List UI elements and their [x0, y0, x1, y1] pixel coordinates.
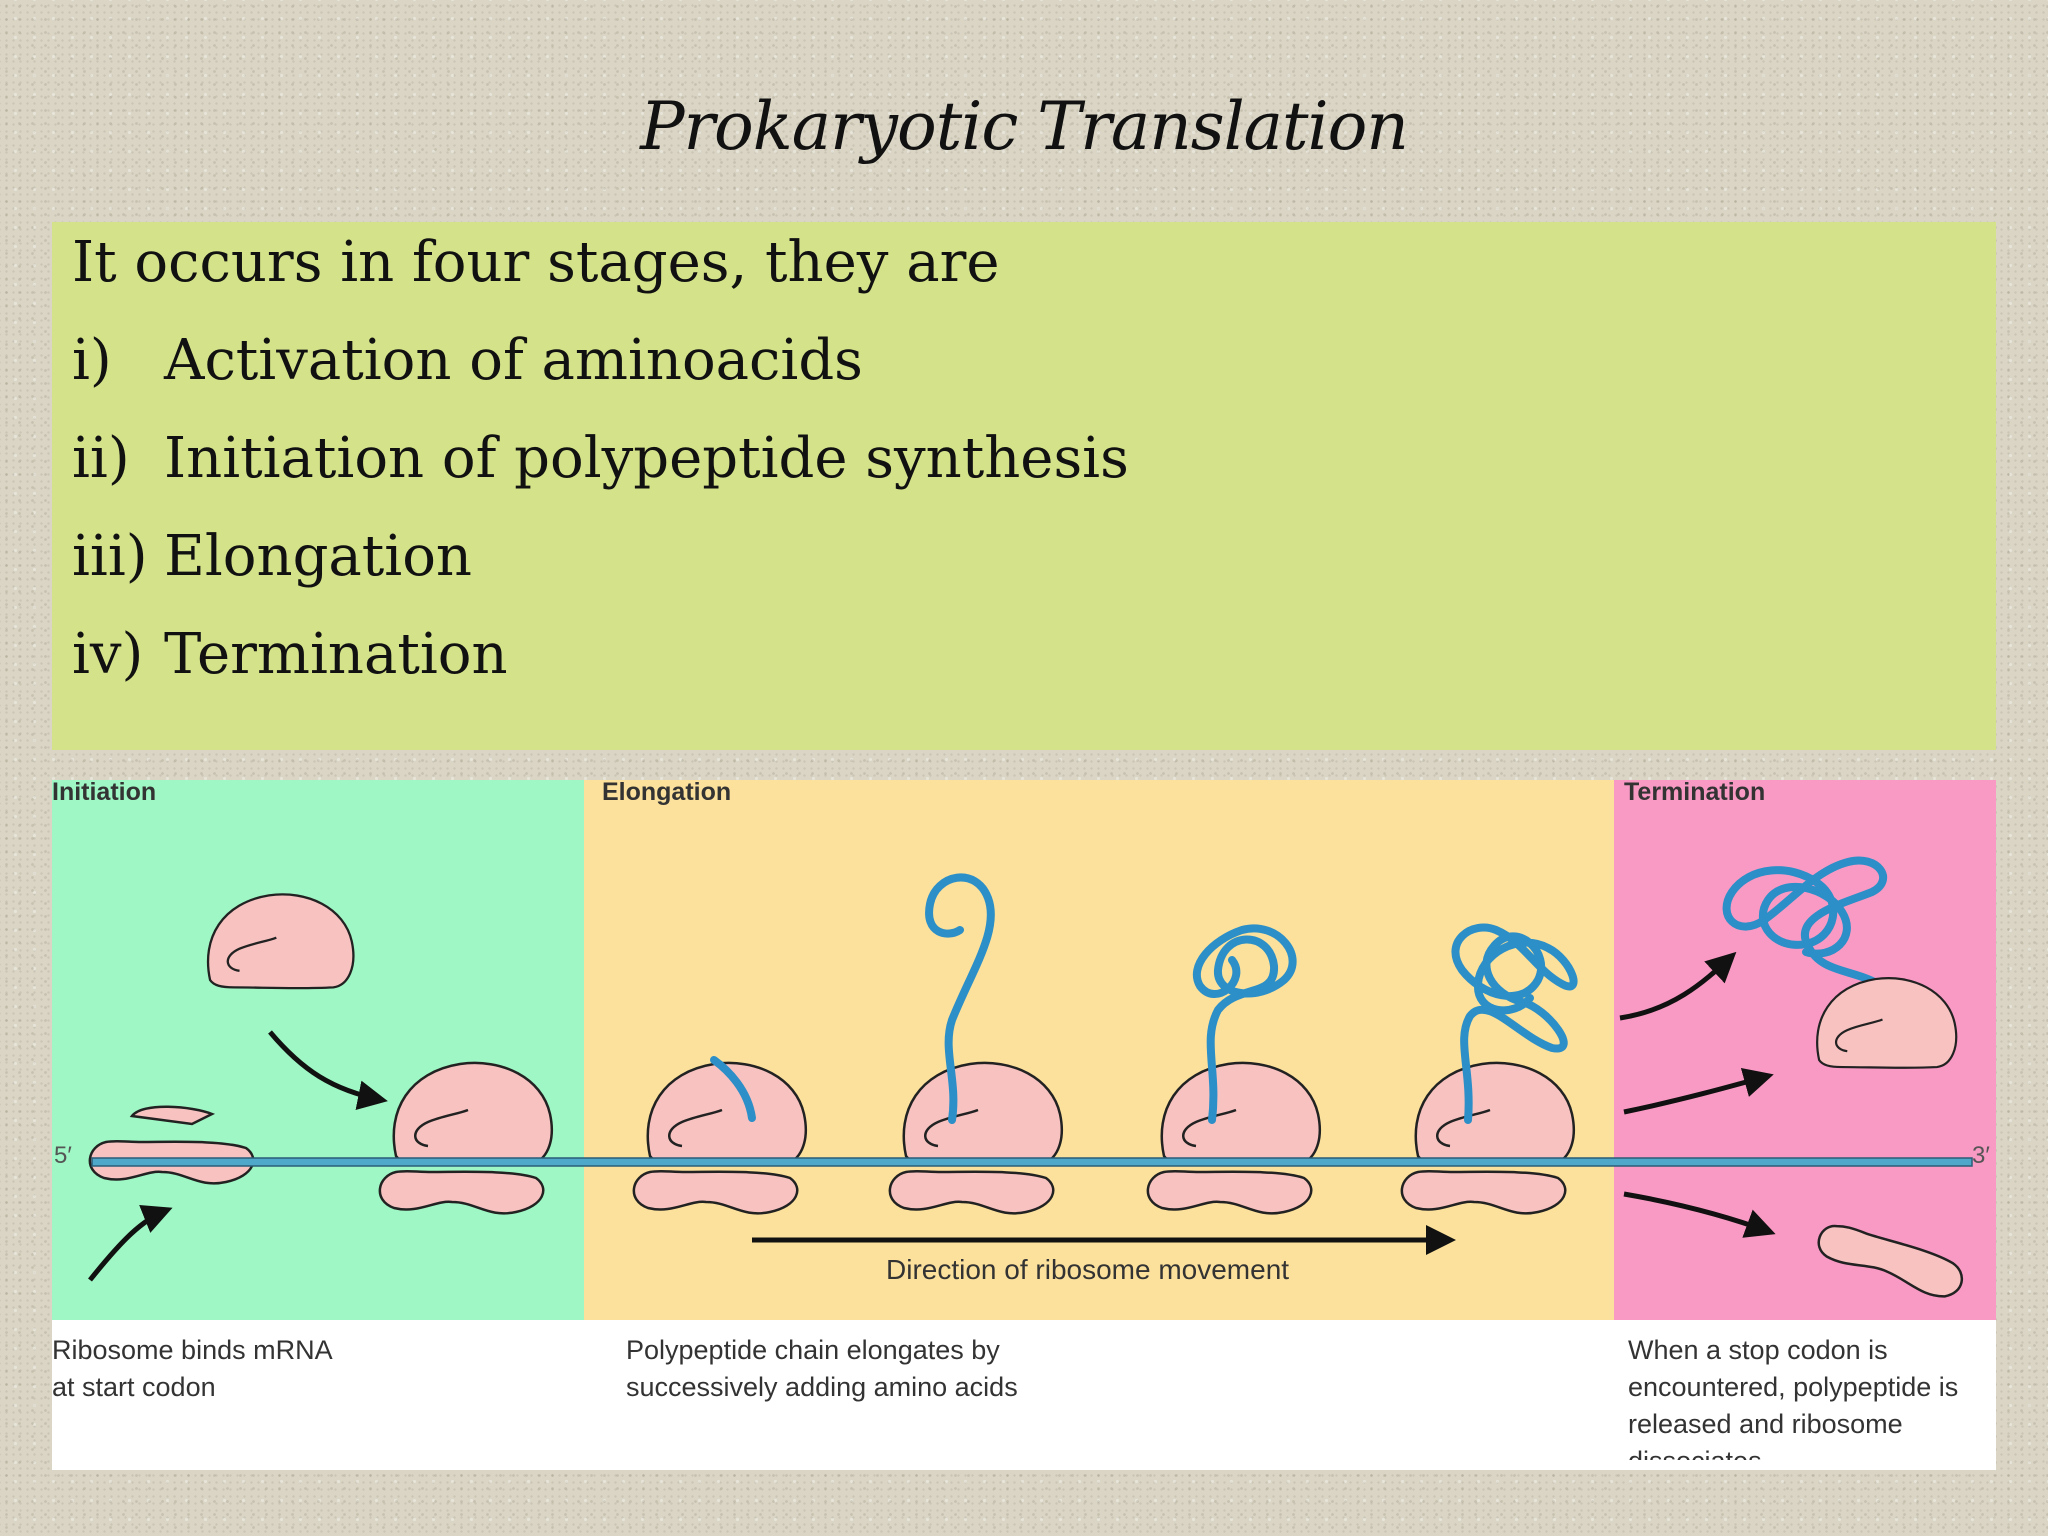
stage-marker: iv)	[72, 622, 144, 687]
slide-title: Prokaryotic Translation	[640, 88, 1409, 165]
stage-item: iii)Elongation	[72, 524, 472, 589]
initiation-panel	[52, 780, 584, 1320]
panel-caption: When a stop codon is encountered, polype…	[1628, 1335, 1959, 1460]
translation-figure: Initiation Elongation Termination 5′ 3′ …	[52, 770, 1996, 1470]
stage-text: Termination	[164, 622, 508, 687]
stage-text: Elongation	[164, 524, 472, 589]
stage-marker: iii)	[72, 524, 148, 589]
panel-caption: Polypeptide chain elongates by successiv…	[626, 1335, 1018, 1402]
polypeptide-chains	[710, 856, 1888, 1124]
stages-intro: It occurs in four stages, they are	[72, 230, 1000, 295]
translation-diagram	[52, 780, 1996, 1470]
stage-text: Initiation of polypeptide synthesis	[164, 426, 1129, 491]
mrna-5-label: 5′	[54, 1142, 72, 1169]
stage-item: iv) Termination	[72, 622, 508, 687]
arrow-icon	[1623, 1191, 1776, 1238]
panel-title: Termination	[1624, 778, 1766, 806]
stage-item: ii) Initiation of polypeptide synthesis	[72, 426, 1129, 491]
polypeptide-chain	[1722, 856, 1888, 990]
panel-caption: Ribosome binds mRNA at start codon	[52, 1335, 333, 1402]
arrow-icon	[1623, 1067, 1774, 1115]
stage-item: i) Activation of aminoacids	[72, 328, 863, 393]
arrow-icon	[88, 1204, 173, 1282]
arrow-icon	[1619, 951, 1737, 1021]
polypeptide-chain	[1192, 924, 1297, 1124]
polypeptide-chain	[1451, 923, 1578, 1124]
mrna-3-label: 3′	[1972, 1142, 1990, 1169]
stage-marker: i)	[72, 328, 112, 393]
polypeptide-chain	[925, 873, 995, 1124]
mrna-strand	[91, 1157, 1973, 1167]
panel-title: Initiation	[52, 778, 157, 806]
stage-text: Activation of aminoacids	[164, 328, 863, 393]
polypeptide-chain	[710, 1056, 756, 1122]
released-small-subunit	[1817, 1224, 1964, 1298]
caption-strip	[52, 1320, 1996, 1470]
stages-box: It occurs in four stages, they are i) Act…	[52, 222, 1996, 750]
panel-title: Elongation	[602, 778, 732, 806]
small-subunit	[88, 1105, 255, 1185]
direction-label: Direction of ribosome movement	[886, 1254, 1290, 1285]
arrow-icon	[268, 1030, 388, 1110]
stage-marker: ii)	[72, 426, 130, 491]
